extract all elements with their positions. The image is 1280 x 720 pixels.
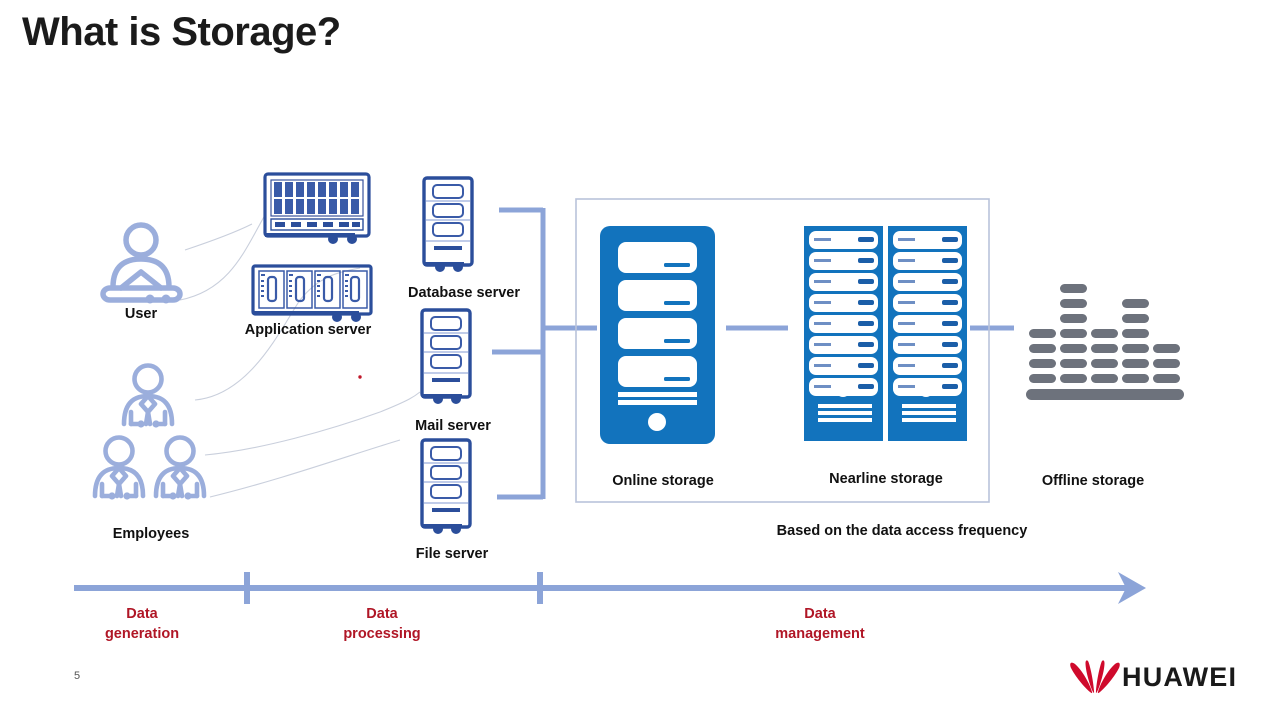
timeline-label-data-processing: Data processing <box>343 606 421 642</box>
employees-label: Employees <box>112 526 190 542</box>
online-storage-label: Online storage <box>612 473 714 489</box>
user-label: User <box>124 306 158 322</box>
offline-storage-label: Offline storage <box>1041 473 1145 489</box>
database-server-label: Database server <box>407 285 521 301</box>
tower-server-icon <box>420 308 472 404</box>
mail-server-label: Mail server <box>415 418 491 434</box>
nearline-storage-label: Nearline storage <box>829 471 943 487</box>
application-server-label: Application server <box>244 322 372 338</box>
tower-server-icon <box>422 176 474 272</box>
timeline-label-data-management: Data management <box>775 606 865 642</box>
page-number: 5 <box>74 670 81 682</box>
huawei-wordmark: HUAWEI <box>1122 662 1238 692</box>
timeline-label-data-generation: Data generation <box>104 606 180 642</box>
page-title: What is Storage? <box>22 10 341 54</box>
storage-basis-caption: Based on the data access frequency <box>776 523 1028 539</box>
tower-server-icon <box>420 438 472 534</box>
file-server-label: File server <box>415 546 489 562</box>
